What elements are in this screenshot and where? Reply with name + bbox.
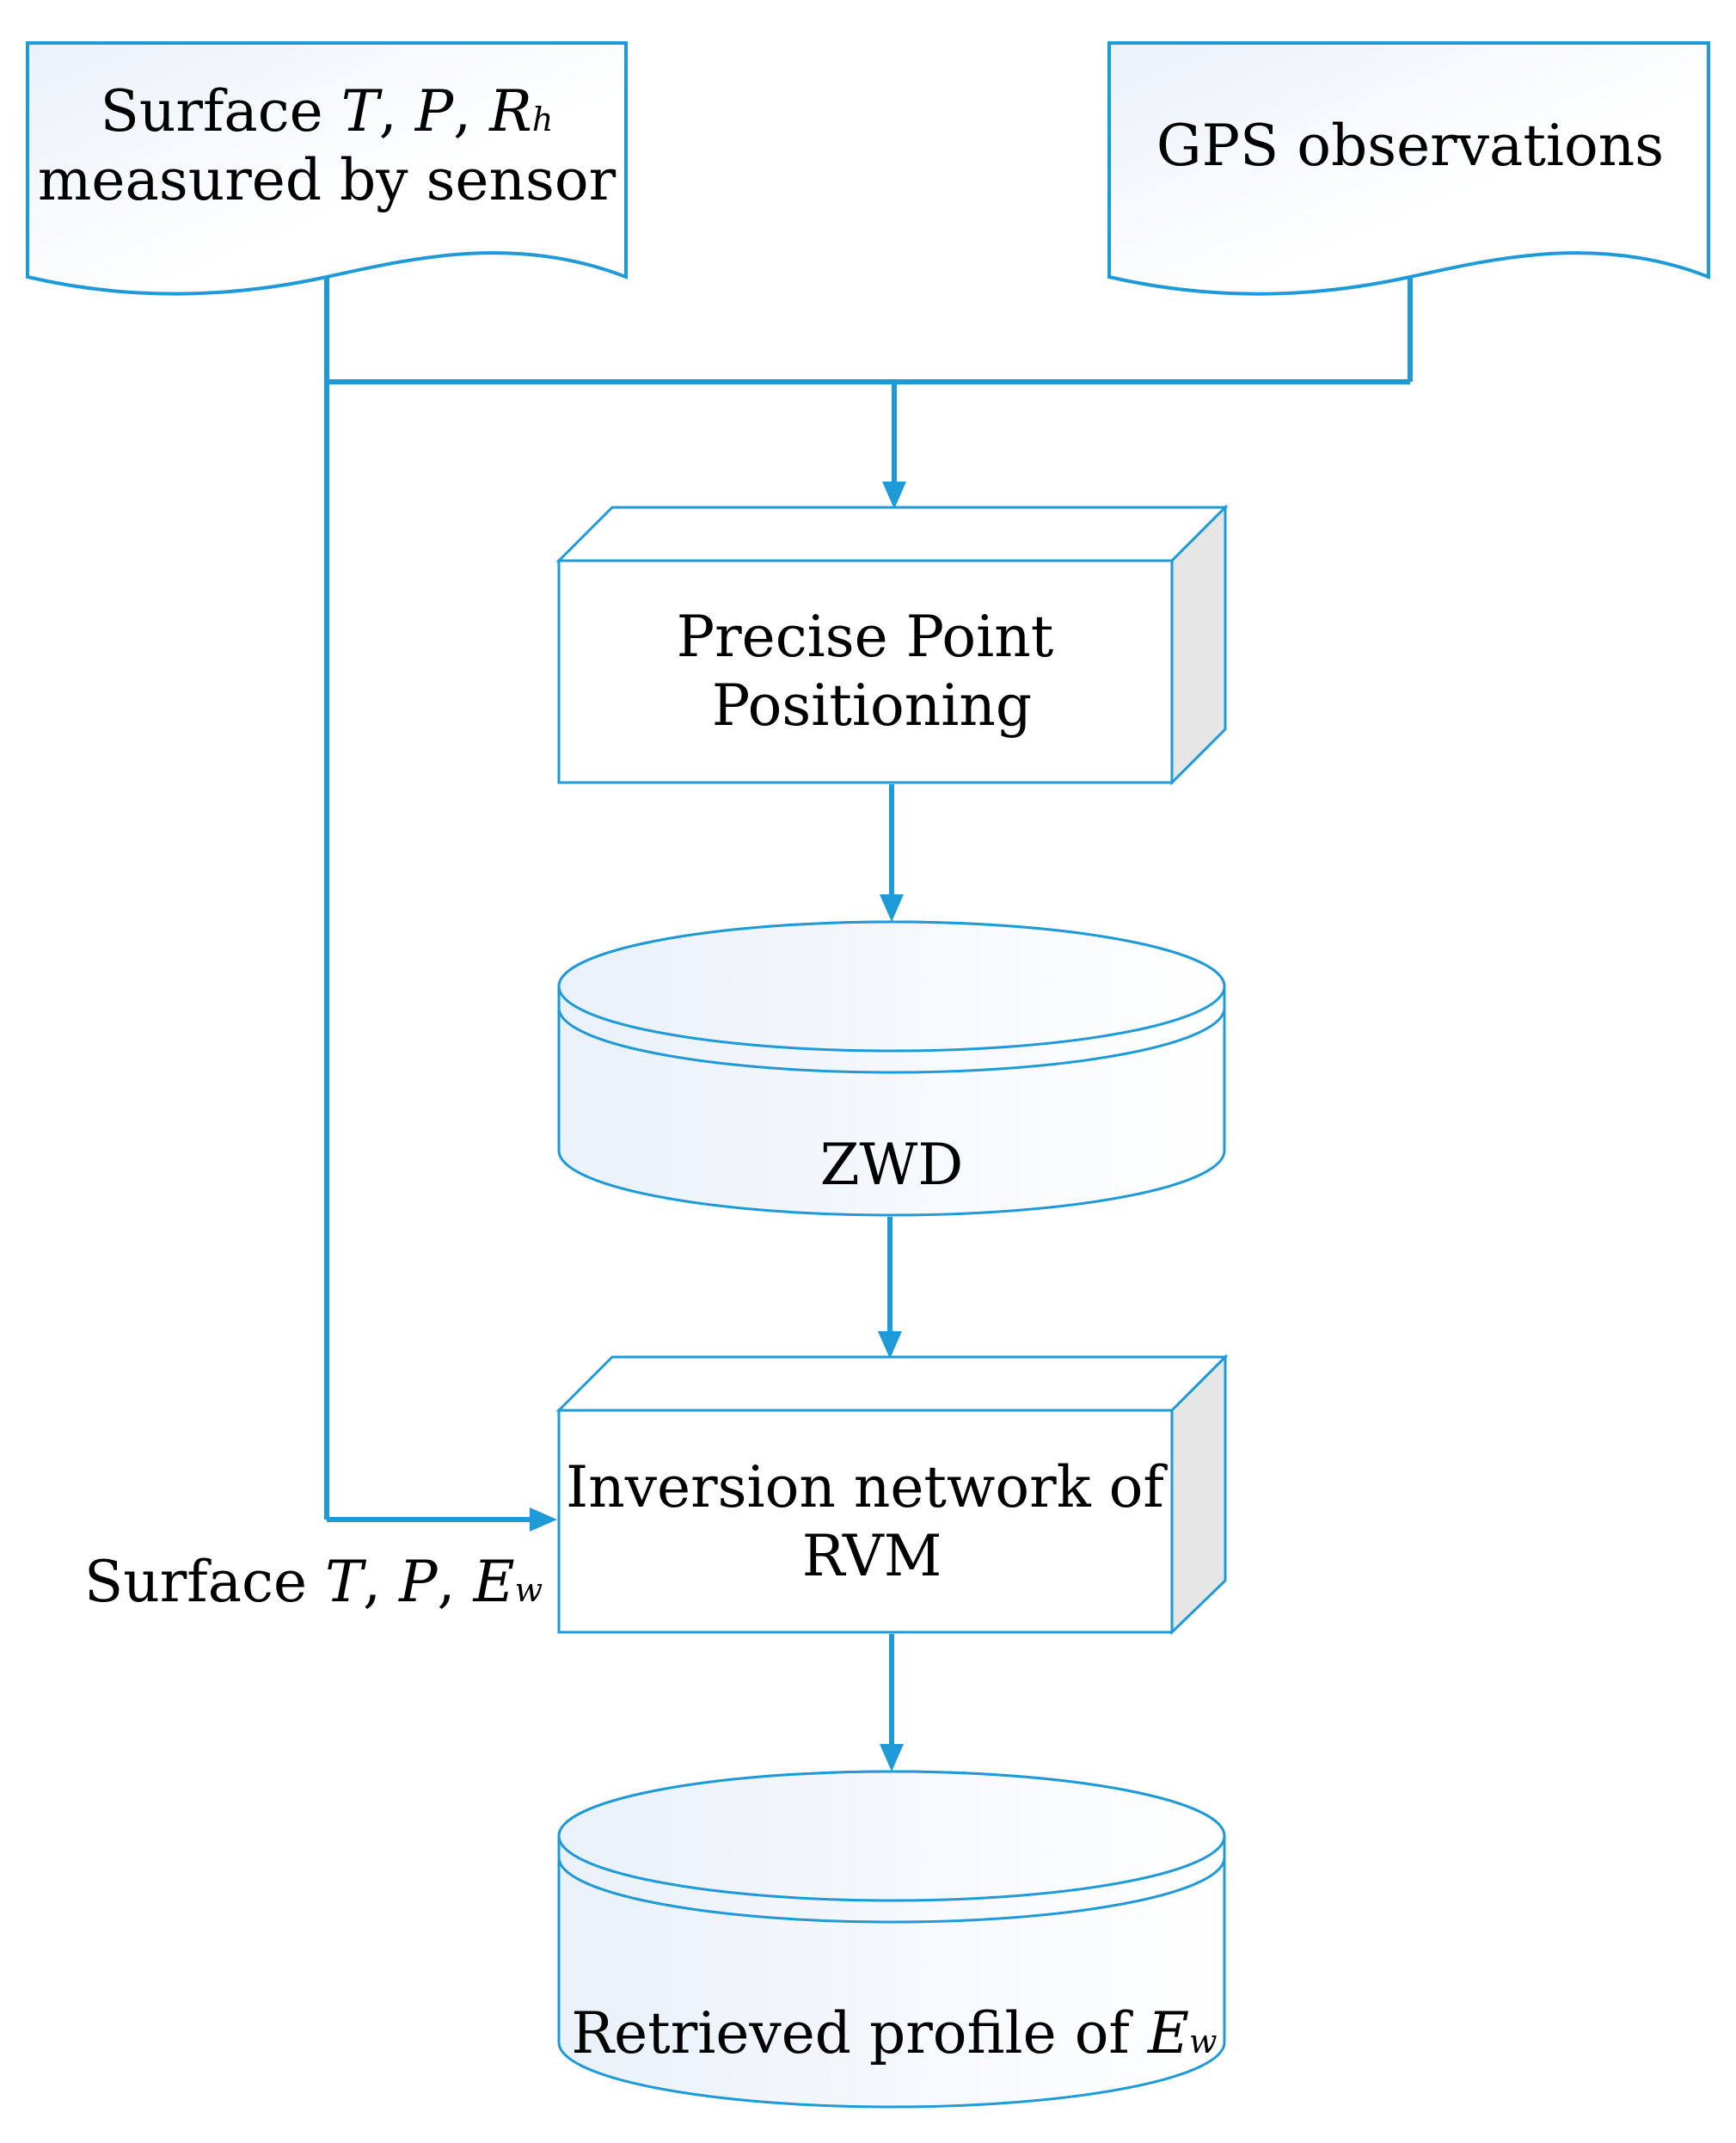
profile-database: Retrieved profile of Ew: [557, 1770, 1226, 2109]
profile-label-prefix: Retrieved profile of: [571, 2000, 1147, 2066]
side-label-sep1: ,: [363, 1549, 399, 1615]
rvm-front-face: [557, 1409, 1174, 1634]
sensor-sep1: ,: [379, 78, 415, 144]
arrow-head-to-profile: [880, 1744, 904, 1772]
zwd-label: ZWD: [820, 1132, 964, 1198]
side-label-var-p: P: [398, 1549, 439, 1615]
sensor-label-line1: Surface T, P, Rh: [101, 78, 554, 144]
profile-label-var-e-sub: w: [1189, 2023, 1218, 2060]
arrow-head-sensor-to-rvm: [530, 1507, 557, 1532]
ppp-label-line1: Precise Point: [677, 604, 1054, 670]
arrow-head-to-rvm: [878, 1331, 902, 1359]
arrow-head-to-ppp: [882, 482, 906, 509]
profile-cylinder-top: [557, 1770, 1226, 1902]
sensor-sep2: ,: [453, 78, 489, 144]
gps-document: GPS observations: [1107, 41, 1710, 296]
sensor-prefix: Surface: [101, 78, 341, 144]
side-label-var-e: E: [472, 1549, 514, 1615]
rvm-top-face: [555, 1355, 1229, 1412]
side-label-sep2: ,: [437, 1549, 473, 1615]
profile-label: Retrieved profile of Ew: [571, 2000, 1217, 2066]
sensor-var-p: P: [414, 78, 455, 144]
edge-side-label: Surface T, P, Ew: [84, 1549, 543, 1615]
zwd-cylinder-top: [557, 920, 1226, 1053]
sensor-label-line2: measured by sensor: [38, 147, 616, 213]
ppp-front-face: [557, 559, 1174, 784]
sensor-document-shape: [26, 41, 628, 296]
arrow-head-to-zwd: [880, 894, 904, 922]
ppp-top-face: [555, 506, 1229, 562]
sensor-var-r: R: [488, 78, 532, 144]
rvm-label-line1: Inversion network of: [566, 1454, 1168, 1520]
gps-label: GPS observations: [1156, 113, 1664, 179]
zwd-cylinder-ring: [557, 986, 1226, 1074]
rvm-process-box: Inversion network of RVM: [555, 1354, 1229, 1636]
profile-cylinder-ring: [557, 1836, 1226, 1924]
connectors: [324, 277, 1413, 1772]
ppp-process-box: Precise Point Positioning: [555, 504, 1229, 786]
side-label-prefix: Surface: [84, 1549, 325, 1615]
sensor-document: Surface T, P, Rh measured by sensor: [26, 41, 628, 296]
gps-document-shape: [1107, 41, 1710, 296]
rvm-label-line2: RVM: [802, 1523, 942, 1589]
side-label-var-e-sub: w: [515, 1571, 543, 1609]
zwd-database: ZWD: [557, 920, 1226, 1217]
profile-label-var-e: E: [1147, 2000, 1189, 2066]
side-label-var-t: T: [325, 1549, 367, 1615]
ppp-label-line2: Positioning: [712, 672, 1032, 739]
sensor-var-r-sub: h: [532, 101, 553, 138]
sensor-var-t: T: [341, 78, 383, 144]
